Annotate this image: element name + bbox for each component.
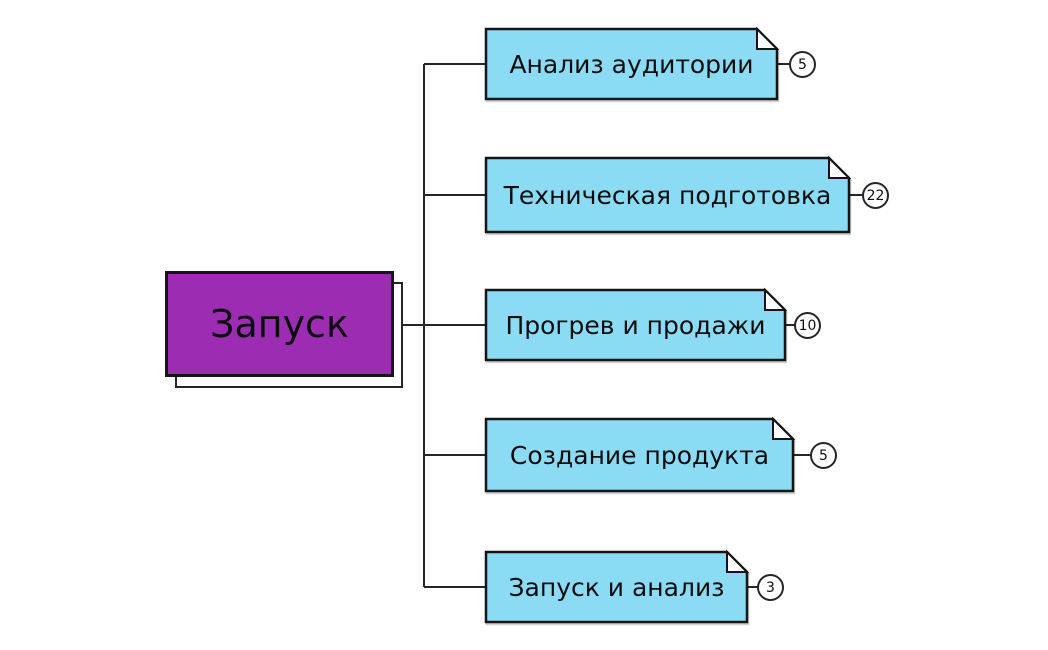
- note-shape: [484, 155, 852, 234]
- folded-corner-icon: [828, 155, 852, 179]
- folded-corner-icon: [772, 416, 796, 440]
- folded-corner-icon: [726, 549, 750, 573]
- collapsed-count-badge-4[interactable]: 5: [810, 442, 837, 469]
- badge-value: 5: [819, 447, 828, 464]
- node-warmup-and-sales[interactable]: Прогрев и продажи: [484, 287, 788, 362]
- node-launch-and-analysis[interactable]: Запуск и анализ: [484, 549, 750, 624]
- badge-value: 3: [766, 579, 775, 596]
- collapsed-count-badge-5[interactable]: 3: [757, 574, 784, 601]
- root-node-label: Запуск: [210, 302, 349, 346]
- root-node-launch[interactable]: Запуск: [165, 271, 394, 377]
- node-label: Анализ аудитории: [509, 49, 754, 79]
- collapsed-count-badge-1[interactable]: 5: [789, 51, 816, 78]
- folded-corner-icon: [764, 287, 788, 311]
- node-audience-analysis[interactable]: Анализ аудитории: [484, 26, 780, 101]
- node-label: Техническая подготовка: [503, 180, 832, 210]
- folded-corner-icon: [756, 26, 780, 50]
- collapsed-count-badge-2[interactable]: 22: [862, 182, 889, 209]
- note-shape: [484, 26, 780, 101]
- note-shape: [484, 549, 750, 624]
- node-label: Запуск и анализ: [508, 572, 725, 602]
- node-label: Создание продукта: [509, 440, 770, 470]
- badge-value: 10: [798, 317, 817, 334]
- node-label: Прогрев и продажи: [505, 310, 766, 340]
- node-product-creation[interactable]: Создание продукта: [484, 416, 796, 493]
- collapsed-count-badge-3[interactable]: 10: [794, 312, 821, 339]
- note-shape: [484, 287, 788, 362]
- badge-value: 22: [866, 187, 885, 204]
- note-shape: [484, 416, 796, 493]
- badge-value: 5: [798, 56, 807, 73]
- node-technical-preparation[interactable]: Техническая подготовка: [484, 155, 852, 234]
